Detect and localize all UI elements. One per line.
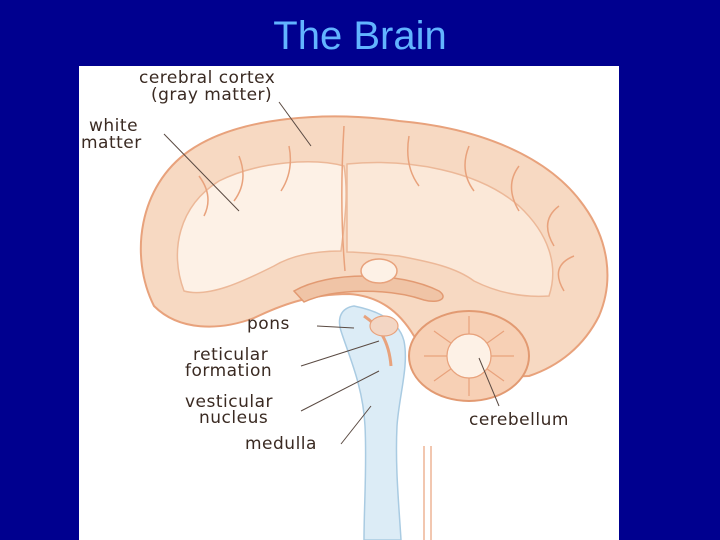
label-cerebral-cortex: cerebral cortex [139, 68, 276, 88]
label-formation: formation [185, 361, 273, 381]
brainstem [338, 305, 407, 540]
label-vesticular: vesticular [185, 392, 274, 412]
label-nucleus: nucleus [199, 408, 269, 428]
label-cerebellum: cerebellum [469, 410, 569, 430]
white-matter [176, 161, 347, 294]
label-gray-matter: (gray matter) [151, 85, 273, 105]
brain-illustration [139, 101, 609, 540]
label-white: white [89, 116, 139, 136]
label-pons: pons [247, 314, 290, 334]
label-matter: matter [81, 133, 142, 153]
label-medulla: medulla [245, 434, 317, 454]
label-reticular: reticular [193, 345, 269, 365]
brain-diagram: cerebral cortex (gray matter) white matt… [79, 66, 619, 540]
slide-title: The Brain [273, 14, 447, 58]
